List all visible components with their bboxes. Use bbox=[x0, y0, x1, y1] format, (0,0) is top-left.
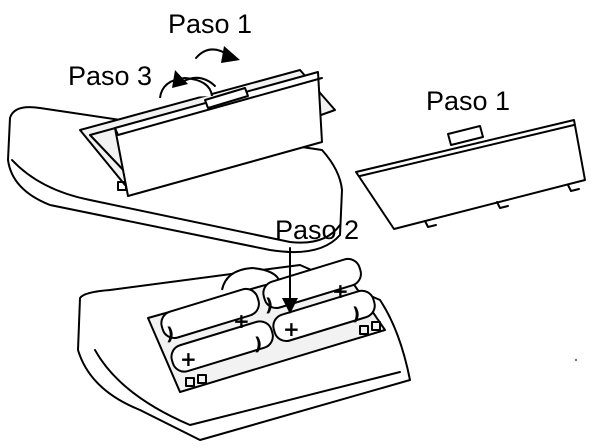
step2-arrowhead bbox=[282, 298, 298, 314]
battery-lower-right bbox=[272, 289, 376, 343]
battery-cover-detached bbox=[355, 119, 586, 230]
polarity-plus-4: + bbox=[283, 317, 300, 341]
polarity-minus-3: ) bbox=[254, 334, 262, 355]
device-bottom-illustration: + + + + ) ) ) ) bbox=[77, 247, 411, 441]
label-step2: Paso 2 bbox=[275, 215, 359, 245]
polarity-minus-1: ) bbox=[166, 324, 174, 345]
step3-rotate-arrow bbox=[181, 76, 216, 87]
label-step1-right: Paso 1 bbox=[426, 86, 510, 116]
step1-arrowhead bbox=[221, 46, 240, 63]
device-top-cover bbox=[114, 71, 323, 197]
device-top-illustration bbox=[7, 46, 343, 254]
polarity-plus-3: + bbox=[180, 347, 197, 371]
polarity-minus-4: ) bbox=[352, 304, 360, 325]
polarity-minus-2: ) bbox=[265, 295, 273, 316]
label-step1-top: Paso 1 bbox=[168, 9, 252, 39]
battery-upper-left bbox=[160, 287, 260, 340]
polarity-plus-2: + bbox=[332, 279, 349, 303]
label-step3: Paso 3 bbox=[68, 61, 152, 91]
step3-arrowhead bbox=[172, 70, 188, 88]
battery-lower-left bbox=[170, 320, 274, 373]
polarity-plus-1: + bbox=[233, 309, 250, 333]
battery-upper-right bbox=[262, 257, 362, 310]
